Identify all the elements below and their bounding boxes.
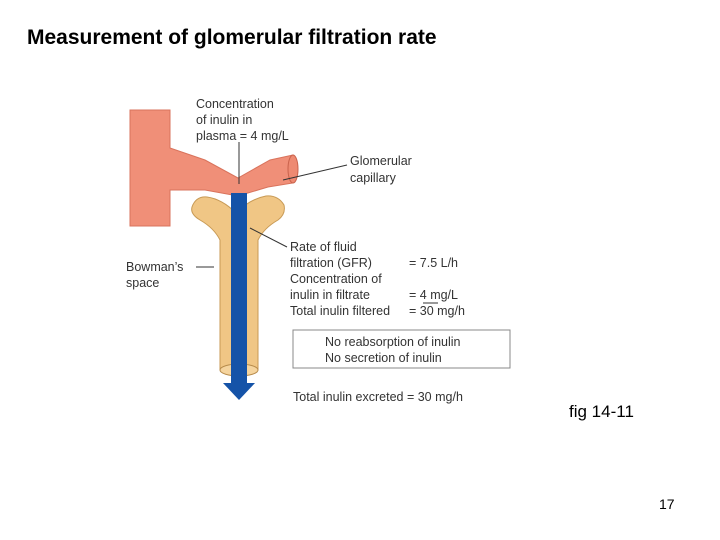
plasma-label: Concentration of inulin in plasma = 4 mg… — [196, 97, 289, 143]
excreted-label: Total inulin excreted = 30 mg/h — [293, 390, 463, 404]
capillary-label: Glomerular capillary — [350, 154, 415, 185]
bowman-label: Bowman’s space — [126, 260, 187, 290]
figure-caption: fig 14-11 — [569, 402, 634, 421]
gfr-labels: Rate of fluid filtration (GFR) Concentra… — [290, 240, 390, 318]
slide-title: Measurement of glomerular filtration rat… — [27, 26, 437, 49]
flow-arrow-head — [223, 383, 255, 400]
gfr-leader-line — [249, 227, 288, 248]
page-number: 17 — [659, 496, 675, 512]
gfr-values: = 7.5 L/h = 4 mg/L = 30 mg/h — [409, 256, 465, 318]
reabsorption-box-text: No reabsorption of inulin No secretion o… — [325, 335, 464, 365]
capillary-opening — [287, 154, 299, 184]
capillary-leader-line — [282, 164, 348, 181]
flow-arrow-shaft — [231, 193, 247, 383]
reabsorption-box — [292, 329, 511, 369]
